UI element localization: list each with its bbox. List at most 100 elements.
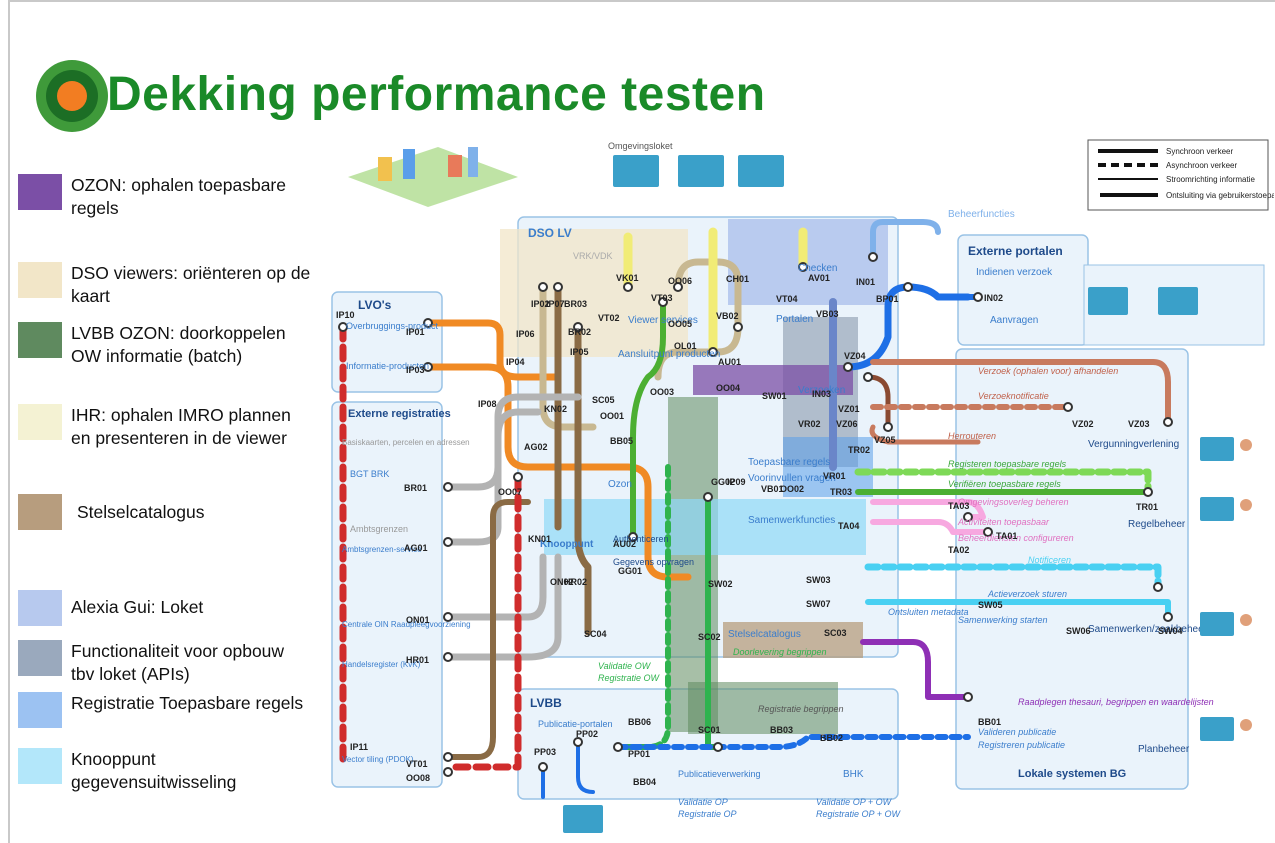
legend-item: Alexia Gui: Loket [18, 590, 311, 626]
label-validatie-op-ow: Validatie OP + OW [816, 797, 893, 807]
station-code: BB04 [633, 777, 656, 787]
label-viewer-services: Viewer services [628, 315, 698, 326]
station-code: SC02 [698, 632, 721, 642]
label-planbeheer: Planbeheer [1138, 744, 1190, 755]
side-users-illustration [1200, 437, 1252, 741]
station-code: IP09 [727, 477, 746, 487]
station-code: IP02 [531, 299, 550, 309]
legend-swatch [18, 692, 62, 728]
process-labels: Verzoek (ophalen voor) afhandelen Verzoe… [598, 141, 1214, 819]
station-code: IN03 [812, 389, 831, 399]
station-nodes [338, 252, 1173, 777]
station-code: CH01 [726, 274, 749, 284]
label-regelbeheer-2: Omgevingsoverleg beheren [958, 497, 1069, 507]
label-beheerfuncties: Beheerfuncties [948, 209, 1015, 220]
label-registratie-op: Registratie OP [678, 809, 737, 819]
station-code: OO06 [668, 276, 692, 286]
station-code: OL01 [674, 341, 697, 351]
station-code: BR03 [564, 299, 587, 309]
station-code: SW02 [708, 579, 733, 589]
key-stroomrichting: Stroomrichting informatie [1166, 175, 1255, 184]
legend-swatch [18, 322, 62, 358]
label-handelsregister: Handelsregister (KvK) [342, 660, 421, 669]
legend-swatch [18, 404, 62, 440]
slide-title: Dekking performance testen [107, 68, 766, 121]
station-code: IP08 [478, 399, 497, 409]
label-verzoek-afhandelen: Verzoek (ophalen voor) afhandelen [978, 366, 1118, 376]
slide-border-left [8, 0, 10, 843]
station-code: BB03 [770, 725, 793, 735]
station-code: IP06 [516, 329, 535, 339]
legend-item: LVBB OZON: doorkoppelen OW informatie (b… [18, 322, 311, 368]
station-code: GG01 [618, 566, 642, 576]
station-code: VR01 [823, 471, 846, 481]
station-code: VK01 [616, 273, 639, 283]
station-code: VT01 [406, 759, 428, 769]
station-code: AG02 [524, 442, 548, 452]
station-code: ON01 [406, 615, 430, 625]
station-code: SW06 [1066, 626, 1091, 636]
station-code: AU01 [718, 357, 741, 367]
target-logo-icon [36, 60, 108, 132]
station-code: SW07 [806, 599, 831, 609]
label-doorlevering: Doorlevering begrippen [733, 647, 827, 657]
station-code: SW04 [1158, 626, 1183, 636]
label-registratie-begrippen: Registratie begrippen [758, 704, 844, 714]
legend-item: Stelselcatalogus [18, 494, 317, 530]
stelselcatalogus-highlight [723, 622, 863, 658]
label-omgevingsloket: Omgevingsloket [608, 141, 673, 151]
legend-item: Functionaliteit voor opbouw tbv loket (A… [18, 640, 311, 686]
legend-item: OZON: ophalen toepasbare regels [18, 174, 311, 220]
station-code: PP03 [534, 747, 556, 757]
label-registreren-publicatie: Registreren publicatie [978, 740, 1065, 750]
station-code: TA04 [838, 521, 859, 531]
label-actieverzoek: Actieverzoek sturen [987, 589, 1067, 599]
station-code: TR01 [1136, 502, 1158, 512]
station-code: BB06 [628, 717, 651, 727]
station-code: IP04 [506, 357, 525, 367]
lvos-panel [331, 291, 443, 393]
label-voorinvullen: Voorinvullen vragen [748, 473, 836, 484]
station-code: SW05 [978, 600, 1003, 610]
architecture-diagram: DSO LV Externe portalen Indienen verzoek… [328, 137, 1274, 843]
label-ambtsgrenzen-service: Ambtsgrenzen-service [342, 545, 422, 554]
label-overbruggings: Overbruggings-product [346, 321, 439, 331]
station-code: VB02 [716, 311, 739, 321]
label-bhk: BHK [843, 769, 864, 780]
station-code: VT03 [651, 293, 673, 303]
legend-swatch [18, 494, 62, 530]
label-regelbeheer-0: Registeren toepasbare regels [948, 459, 1067, 469]
station-code: HR02 [564, 577, 587, 587]
label-regelbeheer: Regelbeheer [1128, 519, 1186, 530]
label-ozon: Ozon [608, 479, 632, 490]
label-valideren-publicatie: Valideren publicatie [978, 727, 1056, 737]
label-raadplegen-thesauri: Raadplegen thesauri, begrippen en waarde… [1018, 697, 1214, 707]
station-code: SC03 [824, 628, 847, 638]
legend-label: Registratie Toepasbare regels [71, 693, 304, 713]
legend-label: Functionaliteit voor opbouw tbv loket (A… [71, 641, 285, 684]
label-registratie-op-ow: Registratie OP + OW [816, 809, 901, 819]
station-code: VZ05 [874, 435, 896, 445]
label-lvos: LVO's [358, 298, 392, 312]
label-verzoeken: Verzoeken [798, 385, 845, 396]
line-key: Synchroon verkeer Asynchroon verkeer Str… [1098, 147, 1274, 200]
station-code: TA02 [948, 545, 969, 555]
slide-border-top [8, 0, 1275, 2]
label-toepasbare-regels: Toepasbare regels [748, 457, 830, 468]
station-code: VB01 [761, 484, 784, 494]
label-centrale-oin: Centrale OIN Raadpleegvoorziening [342, 620, 471, 629]
legend-label: Alexia Gui: Loket [71, 597, 204, 617]
station-code: GG02 [711, 477, 735, 487]
label-externe-portalen: Externe portalen [968, 244, 1063, 258]
station-code: KN01 [528, 534, 551, 544]
alexia-loket-highlight [728, 219, 888, 305]
label-informatieproducten: Informatie-producten [346, 361, 429, 371]
label-checken: Checken [798, 263, 837, 274]
legend-swatch [18, 640, 62, 676]
station-code: BB05 [610, 436, 633, 446]
label-samenwerken: Samenwerken/zaakbeheer [1088, 624, 1208, 635]
station-code: VZ01 [838, 404, 860, 414]
station-code: IP01 [406, 327, 425, 337]
station-code: IN01 [856, 277, 875, 287]
